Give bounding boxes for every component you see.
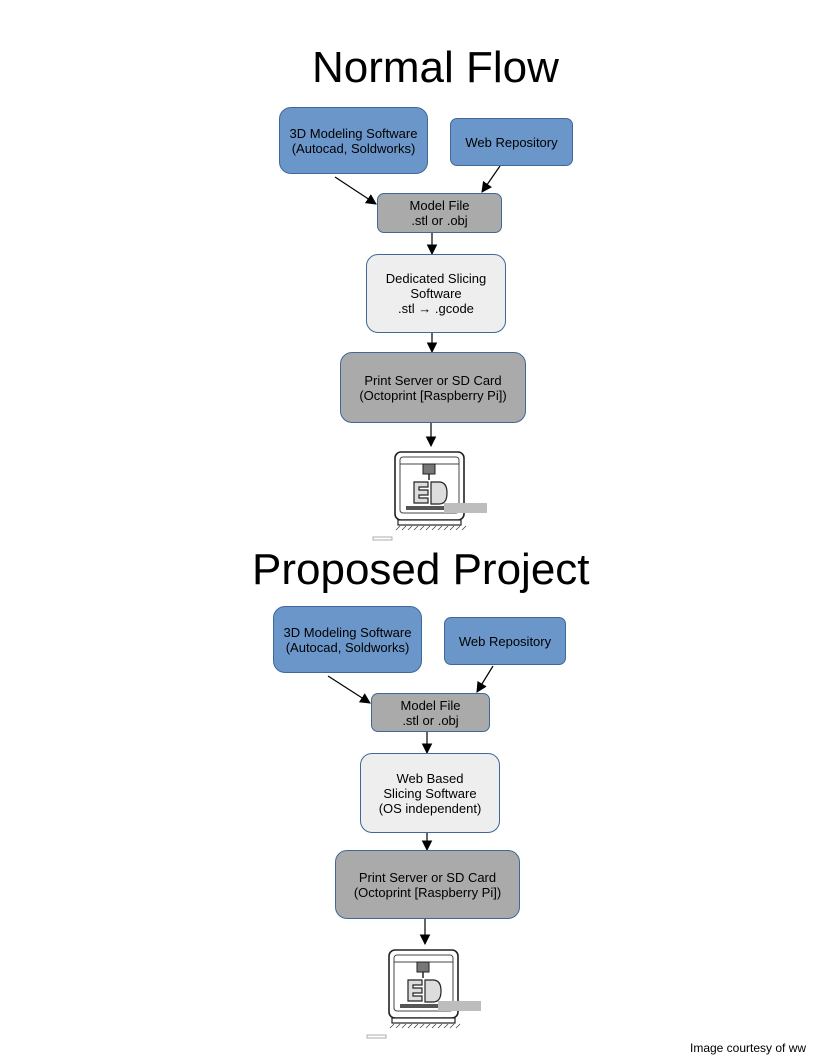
node-label: Print Server or SD Card — [358, 869, 497, 885]
node-label: (Autocad, Soldworks) — [291, 140, 416, 156]
web-repository-node: Web Repository — [444, 617, 566, 665]
node-label: (Octoprint [Raspberry Pi]) — [359, 387, 507, 403]
3d-printer-icon — [366, 949, 481, 1039]
section-title-normal-flow: Normal Flow — [312, 43, 559, 92]
node-label: Model File — [409, 198, 470, 213]
print-server-node: Print Server or SD Card (Octoprint [Rasp… — [340, 352, 526, 423]
arrow-repository-to-model-file — [481, 165, 501, 193]
modeling-software-node: 3D Modeling Software (Autocad, Soldworks… — [279, 107, 428, 174]
node-label: Web Based — [396, 770, 464, 786]
image-credit: Image courtesy of ww — [690, 1041, 807, 1055]
web-repository-node: Web Repository — [450, 118, 573, 166]
node-label: Model File — [400, 697, 461, 713]
node-label: Slicing Software — [383, 785, 477, 801]
node-label: Web Repository — [458, 633, 552, 649]
node-label: .stl or .obj — [411, 213, 468, 228]
slicing-software-node: Dedicated Slicing Software .stl → .gcode — [366, 254, 506, 333]
node-label: Web Repository — [465, 134, 558, 150]
model-file-node: Model File .stl or .obj — [377, 193, 502, 233]
node-label: Print Server or SD Card — [364, 372, 502, 388]
node-label: Software — [410, 286, 462, 301]
node-label: (Octoprint [Raspberry Pi]) — [353, 884, 502, 900]
arrow-modeling-to-model-file — [334, 176, 377, 205]
arrow-modeling-to-model-file — [327, 675, 371, 704]
model-file-node: Model File .stl or .obj — [371, 693, 490, 732]
node-label: Dedicated Slicing — [385, 271, 487, 286]
print-server-node: Print Server or SD Card (Octoprint [Rasp… — [335, 850, 520, 919]
slicing-software-node: Web Based Slicing Software (OS independe… — [360, 753, 500, 833]
section-title-proposed-project: Proposed Project — [252, 545, 590, 594]
node-label: .stl → .gcode — [398, 301, 474, 316]
node-label: 3D Modeling Software — [283, 624, 412, 640]
node-label: (OS independent) — [378, 800, 482, 816]
arrow-repository-to-model-file — [476, 665, 494, 693]
3d-printer-icon — [372, 451, 487, 541]
node-label: .stl or .obj — [402, 712, 459, 728]
node-label: (Autocad, Soldworks) — [285, 639, 410, 655]
node-label: 3D Modeling Software — [289, 125, 418, 141]
modeling-software-node: 3D Modeling Software (Autocad, Soldworks… — [273, 606, 422, 673]
